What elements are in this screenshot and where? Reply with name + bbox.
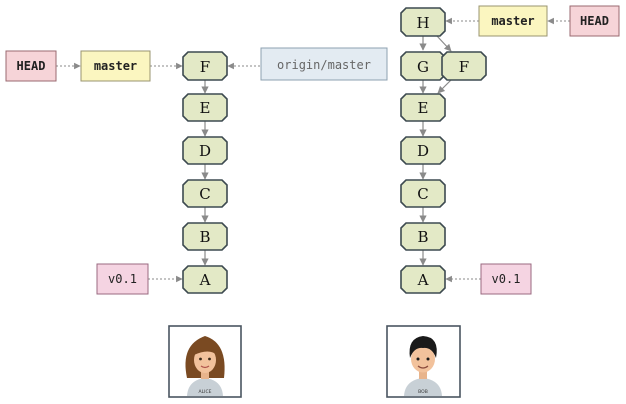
right-commit-B-label: B [417,228,428,246]
left-commit-A: A [182,265,228,294]
left-commit-F: F [182,51,228,81]
left-commit-F-label: F [200,58,210,76]
right-commit-D-label: D [417,142,429,160]
right-commit-E: E [400,93,446,122]
left-branch-label: master [94,59,137,73]
right-commit-G: G [400,51,446,81]
right-head-ref: HEAD [569,5,620,37]
left-commit-E-label: E [200,99,211,117]
right-commit-F: F [441,51,487,81]
alice-avatar-label: ALICE [199,389,212,395]
left-commit-D-label: D [199,142,211,160]
bob-face [411,345,435,373]
right-head-label: HEAD [580,14,609,28]
left-commit-C: C [182,179,228,208]
right-branch-master: master [478,5,548,37]
bob-avatar: BOB [386,325,461,398]
alice-shirt [187,378,223,396]
bob-shirt [404,378,442,396]
right-tag-v0-1: v0.1 [480,263,532,295]
left-commit-B: B [182,222,228,251]
left-commit-B-label: B [199,228,210,246]
left-head-label: HEAD [17,59,46,73]
left-commit-E: E [182,93,228,122]
left-tag-label: v0.1 [108,272,137,286]
right-commit-C-label: C [417,185,428,203]
right-commit-D: D [400,136,446,165]
left-repository: HEAD master origin/master v0.1 F E D [5,47,388,398]
left-remote-label: origin/master [277,58,371,72]
arrow-H-to-F [436,35,452,52]
right-branch-label: master [491,14,534,28]
right-commit-G-label: G [417,58,429,76]
left-tag-v0-1: v0.1 [96,263,149,295]
arrow-F-to-E [437,79,452,94]
left-head-ref: HEAD [5,50,57,82]
left-commit-C-label: C [199,185,210,203]
left-commit-A-label: A [199,271,211,289]
bob-hair [409,336,437,358]
right-commit-A-label: A [417,271,429,289]
right-commit-C: C [400,179,446,208]
right-commit-A: A [400,265,446,294]
alice-avatar: ALICE [168,325,242,398]
right-commit-E-label: E [418,99,429,117]
right-tag-label: v0.1 [492,272,521,286]
alice-face [194,347,216,373]
right-repository: master HEAD v0.1 H G F E [386,5,620,398]
right-commit-F-label: F [459,58,469,76]
left-remote-branch: origin/master [260,47,388,81]
bob-avatar-label: BOB [418,389,428,395]
left-commit-D: D [182,136,228,165]
right-commit-H: H [400,7,446,37]
left-branch-master: master [80,50,151,82]
right-commit-B: B [400,222,446,251]
right-commit-H-label: H [416,14,429,32]
